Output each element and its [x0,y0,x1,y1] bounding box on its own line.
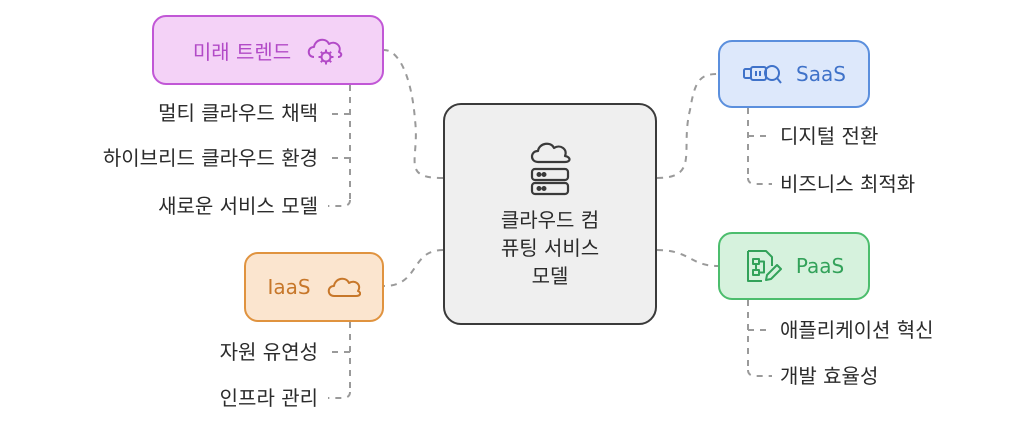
center-node[interactable]: 클라우드 컴 퓨팅 서비스 모델 [443,103,657,325]
cloud-server-icon [526,138,574,198]
link-iaas-leaves [328,322,351,399]
flowchart-edit-icon [744,248,782,284]
center-title-line: 클라우드 컴 [500,208,600,232]
link-paas-leaves [747,300,772,377]
center-title: 클라우드 컴 퓨팅 서비스 모델 [501,206,599,290]
leaf-iaas-1: 자원 유연성 [219,340,318,364]
node-iaas[interactable]: IaaS [244,252,384,322]
leaf-iaas-2: 인프라 관리 [219,386,318,410]
leaf-saas-2: 비즈니스 최적화 [780,172,916,196]
leaf-paas-1: 애플리케이션 혁신 [780,318,934,342]
node-label: PaaS [795,254,845,278]
node-label: SaaS [796,62,846,86]
leaf-future-3: 새로운 서비스 모델 [158,194,318,218]
cloud-icon [325,274,361,300]
link-center-saas [656,73,719,179]
center-title-line: 퓨팅 서비스 [500,236,600,260]
link-center-paas [656,249,719,267]
link-saas-leaves [747,108,772,185]
node-future-trends[interactable]: 미래 트렌드 [152,15,384,85]
leaf-future-2: 하이브리드 클라우드 환경 [102,146,318,170]
link-center-iaas [383,249,444,287]
link-future-leaves [328,85,351,207]
leaf-paas-2: 개발 효율성 [780,364,879,388]
center-title-line: 모델 [531,264,569,288]
node-saas[interactable]: SaaS [718,40,870,108]
leaf-future-1: 멀티 클라우드 채택 [158,101,318,125]
leaf-saas-1: 디지털 전환 [780,124,879,148]
node-label: 미래 트렌드 [192,39,292,64]
node-label: IaaS [267,275,311,299]
link-center-future [383,49,444,179]
cloud-gear-icon [305,33,343,67]
telescope-icon [742,60,782,88]
node-paas[interactable]: PaaS [718,232,870,300]
